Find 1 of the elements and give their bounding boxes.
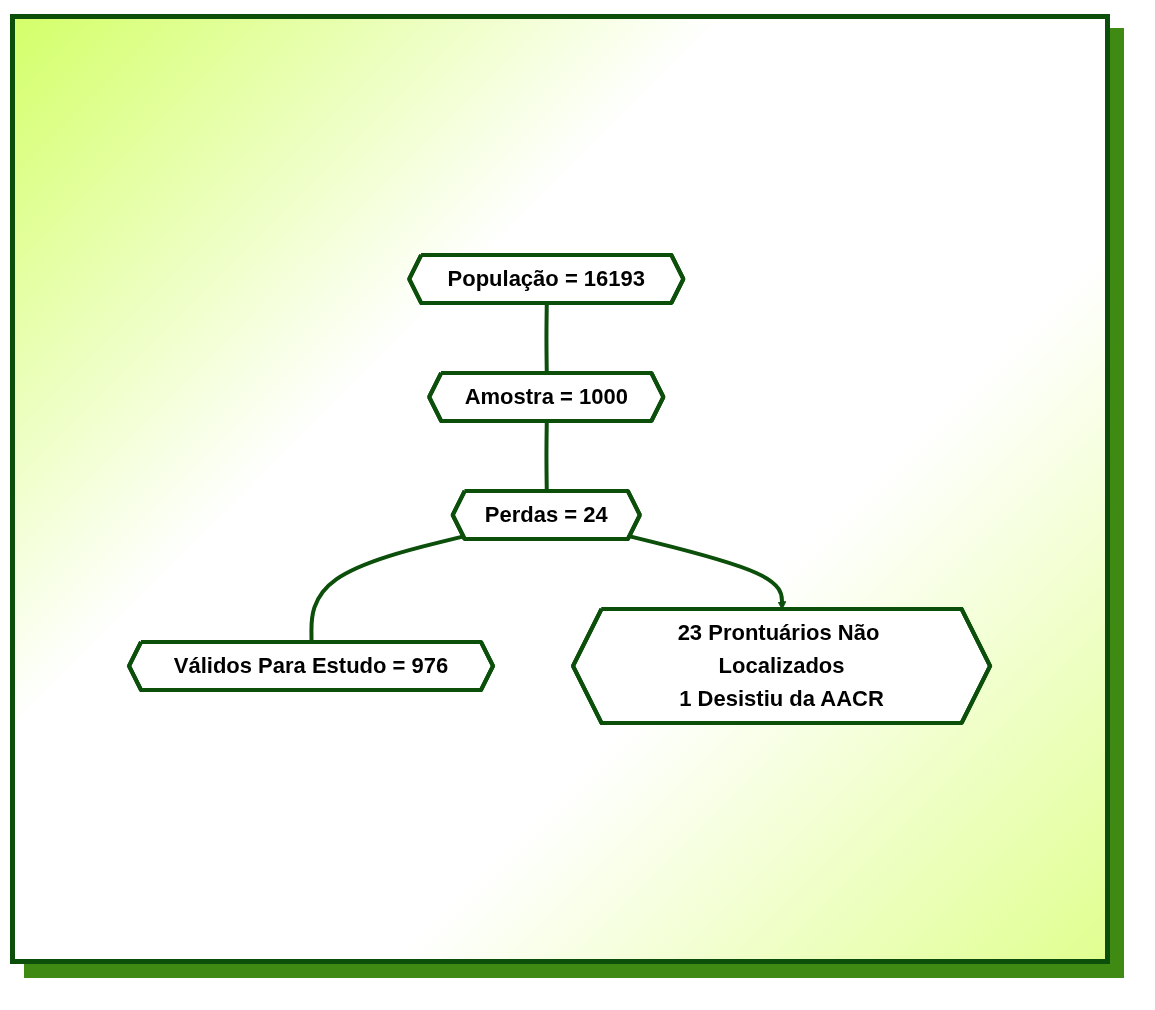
connector (544, 303, 550, 374)
